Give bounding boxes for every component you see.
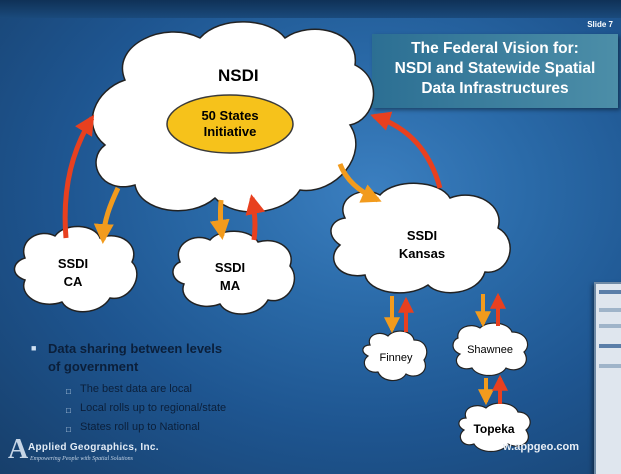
nsdi-label: NSDI	[218, 66, 259, 85]
bullet-main-text: Data sharing between levels of governmen…	[48, 341, 223, 374]
top-bar	[0, 0, 621, 18]
ssdi-ma-label-line1: SSDI	[215, 260, 245, 275]
website-thumbnail	[594, 282, 621, 474]
sub-bullet-marker-1: □	[66, 387, 71, 396]
ssdi-kansas-label-line1: SSDI	[407, 228, 437, 243]
logo-mark-icon: A	[8, 434, 29, 465]
finney-cloud	[362, 330, 428, 382]
arrow-ca-up	[62, 114, 95, 239]
arrow-ks-up	[370, 111, 443, 189]
ssdi-ca-cloud	[13, 225, 138, 313]
sub-bullet-marker-2: □	[66, 406, 71, 415]
company-logo: A Applied Geographics, Inc. Empowering P…	[8, 434, 208, 470]
title-box: The Federal Vision for: NSDI and Statewi…	[372, 34, 618, 108]
sub-bullet-2: Local rolls up to regional/state	[80, 402, 227, 414]
arrow-ma-up	[245, 194, 266, 241]
footer-url: w.appgeo.com	[503, 441, 579, 453]
logo-company-name: Applied Geographics, Inc.	[28, 442, 159, 453]
topeka-label: Topeka	[473, 422, 514, 436]
thumb-bar	[599, 290, 621, 294]
arrow-ks-down	[337, 163, 382, 203]
sub-bullet-marker-3: □	[66, 425, 71, 434]
ssdi-ca-label-line2: CA	[64, 274, 83, 289]
slide-title: The Federal Vision for: NSDI and Statewi…	[394, 40, 596, 97]
finney-label: Finney	[379, 352, 413, 364]
initiative-label-line2: Initiative	[204, 124, 257, 139]
ssdi-kansas-label-line2: Kansas	[399, 246, 445, 261]
sub-bullet-1: The best data are local	[80, 383, 192, 395]
thumb-bar	[599, 364, 621, 368]
slide-number: Slide 7	[587, 20, 613, 29]
ssdi-ca-label-line1: SSDI	[58, 256, 88, 271]
sub-bullet-3: States roll up to National	[80, 421, 200, 433]
initiative-ellipse	[166, 94, 294, 154]
arrow-ca-down	[93, 186, 121, 244]
topeka-cloud	[458, 402, 531, 453]
ssdi-ma-label-line2: MA	[220, 278, 241, 293]
ssdi-kansas-cloud	[330, 182, 511, 294]
shawnee-label: Shawnee	[467, 344, 513, 356]
logo-tagline: Empowering People with Spatial Solutions	[30, 456, 133, 462]
thumb-bar	[599, 324, 621, 328]
arrow-ma-down	[209, 199, 230, 240]
initiative-label-line1: 50 States	[201, 108, 258, 123]
bullet-marker: ■	[31, 343, 37, 353]
thumb-bar	[599, 308, 621, 312]
thumb-bar	[599, 344, 621, 348]
